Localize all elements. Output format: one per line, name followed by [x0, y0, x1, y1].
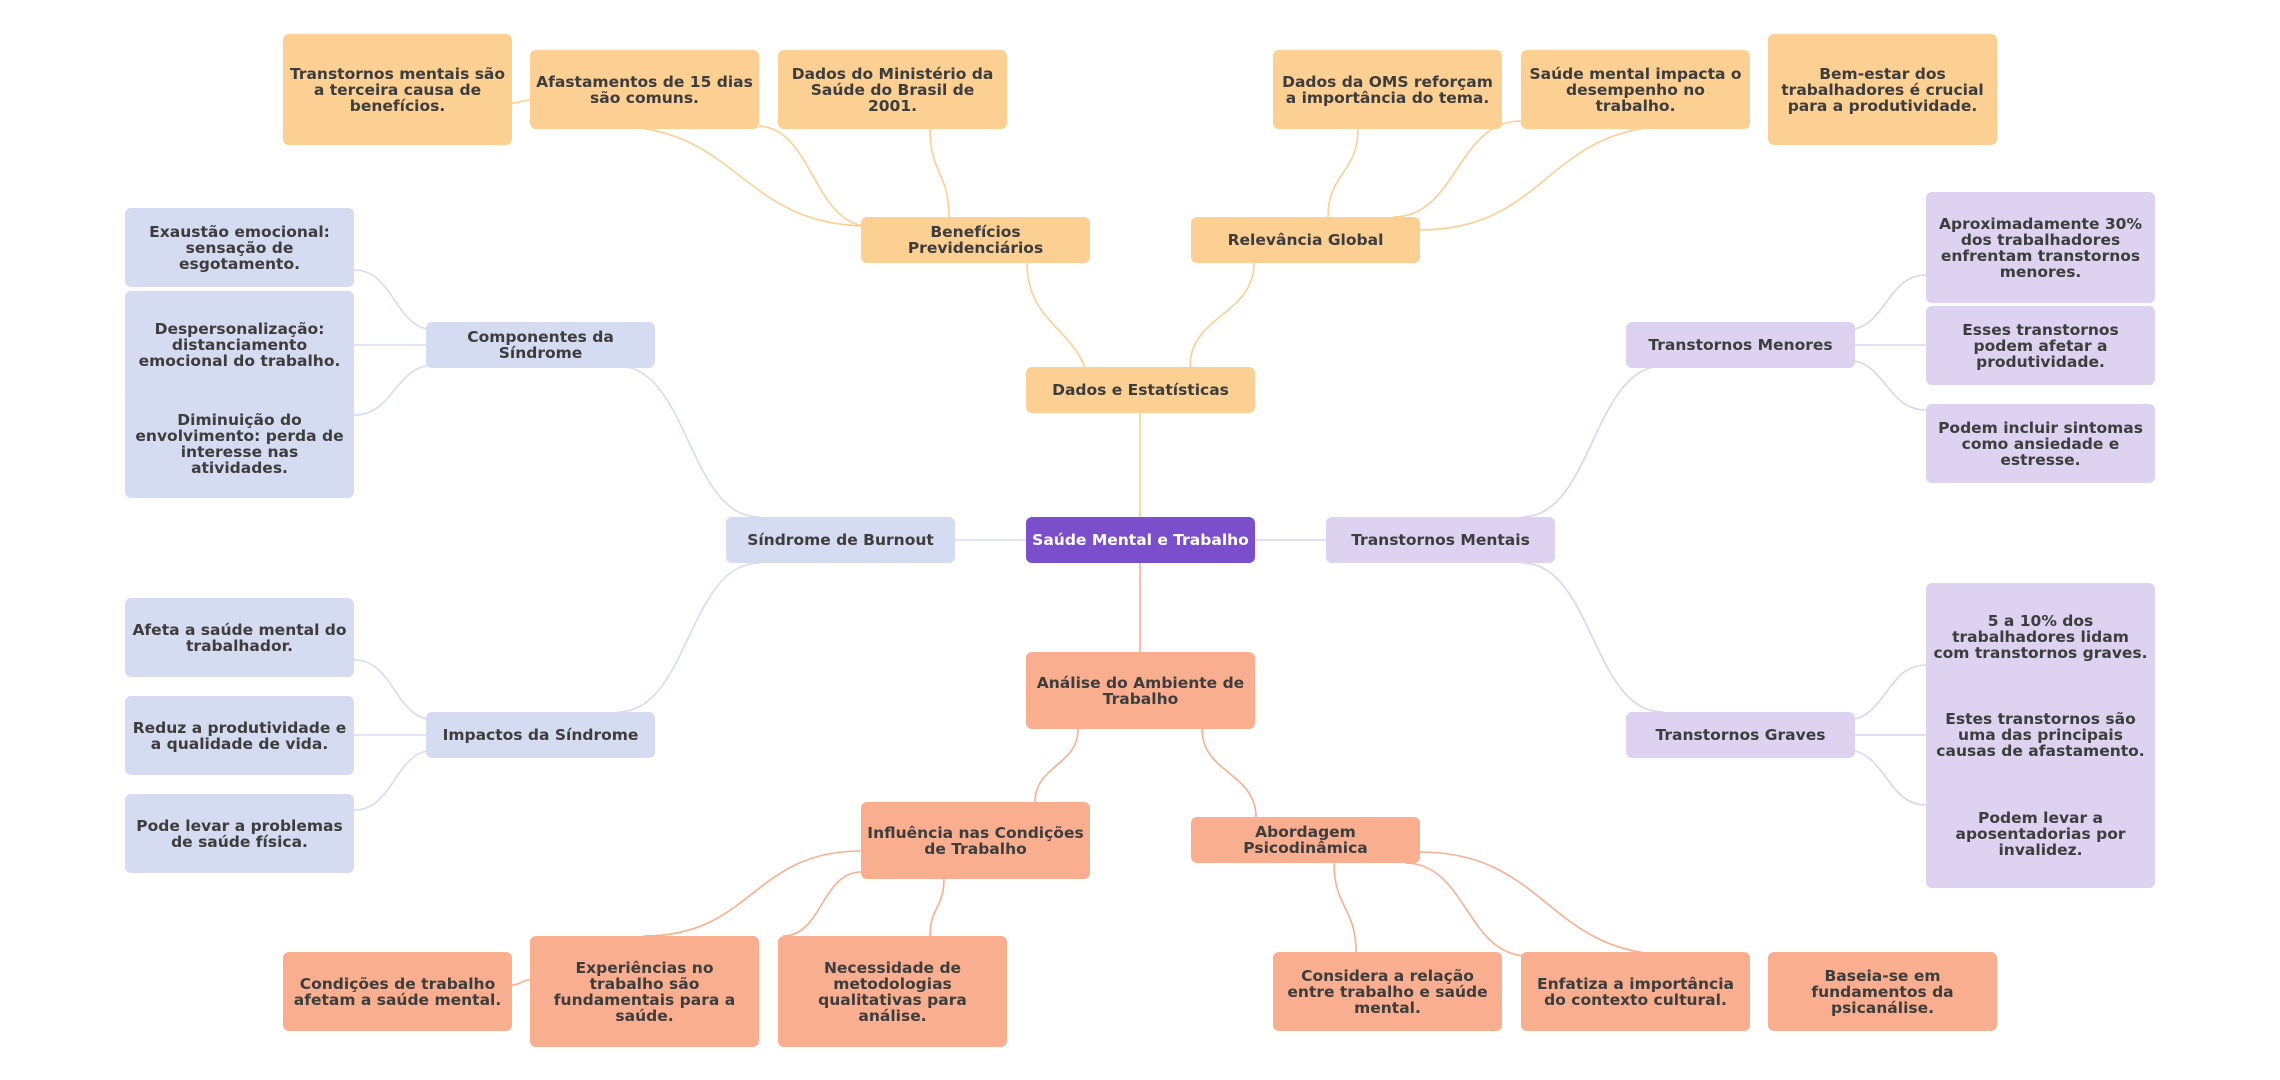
- connector-line: [1201, 728, 1257, 818]
- leaf-node: Transtornos mentais são a terceira causa…: [283, 34, 512, 145]
- connector-line: [1189, 262, 1255, 368]
- leaf-node: Dados do Ministério da Saúde do Brasil d…: [778, 50, 1007, 129]
- leaf-node: Reduz a produtividade e a qualidade de v…: [125, 696, 354, 775]
- transtornos-menores-node: Transtornos Menores: [1626, 322, 1855, 368]
- dados-estatisticas-node: Dados e Estatísticas: [1026, 367, 1255, 413]
- connector-line: [929, 128, 950, 218]
- leaf-node: Bem-estar dos trabalhadores é crucial pa…: [1768, 34, 1997, 145]
- influencia-node: Influência nas Condições de Trabalho: [861, 802, 1090, 879]
- connector-line: [353, 659, 436, 721]
- connector-line: [782, 871, 862, 937]
- connector-line: [610, 125, 870, 227]
- relevancia-node: Relevância Global: [1191, 217, 1420, 263]
- leaf-node: Considera a relação entre trabalho e saú…: [1273, 952, 1502, 1031]
- transtornos-mentais-node: Transtornos Mentais: [1326, 517, 1555, 563]
- leaf-node: Condições de trabalho afetam a saúde men…: [283, 952, 512, 1031]
- leaf-node: Esses transtornos podem afetar a produti…: [1926, 306, 2155, 385]
- connector-line: [1845, 359, 1927, 411]
- connector-line: [1034, 728, 1079, 803]
- connector-line: [617, 562, 760, 713]
- connector-line: [353, 749, 436, 811]
- leaf-node: Pode levar a problemas de saúde física.: [125, 794, 354, 873]
- connector-line: [1845, 749, 1927, 806]
- connector-line: [1845, 664, 1927, 721]
- componentes-node: Componentes da Síndrome: [426, 322, 655, 368]
- connector-line: [511, 979, 531, 986]
- leaf-node: Baseia-se em fundamentos da psicanálise.: [1768, 952, 1997, 1031]
- connector-line: [1419, 851, 1675, 956]
- connector-line: [643, 850, 862, 937]
- connector-line: [1333, 862, 1357, 953]
- leaf-node: Enfatiza a importância do contexto cultu…: [1521, 952, 1750, 1031]
- transtornos-graves-node: Transtornos Graves: [1626, 712, 1855, 758]
- leaf-node: Aproximadamente 30% dos trabalhadores en…: [1926, 192, 2155, 303]
- connector-line: [1327, 128, 1359, 218]
- leaf-node: Despersonalização: distanciamento emocio…: [125, 291, 354, 399]
- analise-ambiente-node: Análise do Ambiente de Trabalho: [1026, 652, 1255, 729]
- impactos-node: Impactos da Síndrome: [426, 712, 655, 758]
- sindrome-burnout-node: Síndrome de Burnout: [726, 517, 955, 563]
- leaf-node: 5 a 10% dos trabalhadores lidam com tran…: [1926, 583, 2155, 691]
- leaf-node: Experiências no trabalho são fundamentai…: [530, 936, 759, 1047]
- leaf-node: Estes transtornos são uma das principais…: [1926, 681, 2155, 789]
- beneficios-node: Benefícios Previdenciários: [861, 217, 1090, 263]
- connector-line: [353, 269, 436, 331]
- connector-line: [1521, 365, 1664, 518]
- leaf-node: Afastamentos de 15 dias são comuns.: [530, 50, 759, 129]
- leaf-node: Podem incluir sintomas como ansiedade e …: [1926, 404, 2155, 483]
- root-node: Saúde Mental e Trabalho: [1026, 517, 1255, 563]
- connector-line: [1845, 274, 1927, 331]
- leaf-node: Necessidade de metodologias qualitativas…: [778, 936, 1007, 1047]
- leaf-node: Diminuição do envolvimento: perda de int…: [125, 389, 354, 498]
- connector-line: [1521, 562, 1664, 713]
- connector-line: [1404, 862, 1529, 957]
- leaf-node: Podem levar a aposentadorias por invalid…: [1926, 779, 2155, 888]
- connector-line: [353, 364, 436, 416]
- connector-line: [511, 99, 531, 104]
- leaf-node: Saúde mental impacta o desempenho no tra…: [1521, 50, 1750, 129]
- connector-line: [617, 365, 760, 518]
- connector-line: [1419, 125, 1675, 231]
- connector-line: [1392, 120, 1522, 218]
- connector-line: [929, 878, 945, 937]
- abordagem-node: Abordagem Psicodinâmica: [1191, 817, 1420, 863]
- leaf-node: Afeta a saúde mental do trabalhador.: [125, 598, 354, 677]
- connector-line: [756, 125, 870, 227]
- leaf-node: Dados da OMS reforçam a importância do t…: [1273, 50, 1502, 129]
- leaf-node: Exaustão emocional: sensação de esgotame…: [125, 208, 354, 287]
